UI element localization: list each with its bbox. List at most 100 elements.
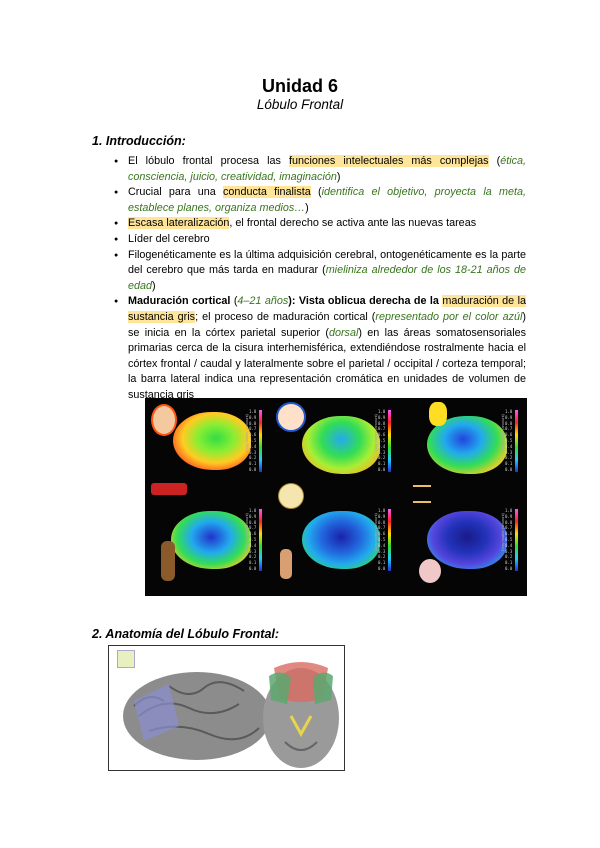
color-scale-tick-label: 0.7 <box>505 426 513 432</box>
color-scale-tick-label: 0.5 <box>378 437 386 443</box>
term-cortical-maturation: Maduración cortical <box>128 295 231 308</box>
color-scale-tick-label: 0.3 <box>378 548 386 554</box>
bullet-phylogeny: Filogenéticamente es la última adquisici… <box>114 248 526 295</box>
color-scale-bar <box>259 509 262 571</box>
color-scale-tick-label: 0.4 <box>378 443 386 449</box>
color-scale-tick-label: 0.4 <box>505 443 513 449</box>
introduction-bullet-list: El lóbulo frontal procesa las funciones … <box>114 154 526 404</box>
teen-cartoon <box>280 549 292 579</box>
color-scale-tick-label: 0.1 <box>378 461 386 467</box>
color-scale-tick-label: 0.6 <box>378 531 386 537</box>
yellow-cartoon <box>429 402 447 426</box>
color-scale-tick-label: 0.2 <box>249 455 257 461</box>
brain-map-image <box>427 511 507 569</box>
bullet-cortical-maturation: Maduración cortical (4–21 años): Vista o… <box>114 294 526 403</box>
bullet-conduct: Crucial para una conducta finalista (ide… <box>114 185 526 216</box>
color-scale-label: Gray matter (amount) <box>500 414 505 453</box>
color-scale-tick-label: 0.6 <box>249 432 257 438</box>
color-scale-label: Gray matter (amount) <box>373 414 378 453</box>
color-scale-tick-label: 0.6 <box>505 432 513 438</box>
color-scale-tick-label: 1.0 <box>378 508 386 513</box>
color-scale-tick-label: 0.9 <box>505 414 513 420</box>
color-scale-tick-label: 0.1 <box>505 461 513 467</box>
color-scale-tick-label: 0.5 <box>505 437 513 443</box>
color-scale-tick-label: 0.5 <box>249 437 257 443</box>
color-scale-label: Gray matter (amount) <box>373 513 378 552</box>
color-scale-tick-label: 0.5 <box>249 536 257 542</box>
color-scale-tick-label: 0.2 <box>505 554 513 560</box>
color-scale-tick-label: 0.9 <box>505 513 513 519</box>
color-scale-bar <box>388 410 391 472</box>
color-scale-tick-label: 0.1 <box>505 560 513 566</box>
document-subtitle: Lóbulo Frontal <box>256 97 344 112</box>
color-scale-tick-label: 1.0 <box>249 409 257 414</box>
document-title: Unidad 6 <box>261 76 338 96</box>
color-scale-tick-label: 0.8 <box>505 420 513 426</box>
color-scale-tick-label: 0.6 <box>378 432 386 438</box>
color-scale-tick-label: 0.4 <box>378 542 386 548</box>
color-scale-tick-label: 0.1 <box>249 461 257 467</box>
highlight-functions: funciones intelectuales más complejas <box>289 155 489 167</box>
color-scale-tick-label: 0.3 <box>378 449 386 455</box>
section-heading-anatomy: 2. Anatomía del Lóbulo Frontal: <box>92 627 280 641</box>
color-scale-tick-label: 0.6 <box>505 531 513 537</box>
color-scale-tick-label: 0.1 <box>249 560 257 566</box>
examples-conduct: identifica el objetivo, proyecta la meta… <box>128 186 526 214</box>
color-scale-tick-label: 0.8 <box>378 420 386 426</box>
color-scale-bar <box>515 509 518 571</box>
color-scale-tick-label: 0.3 <box>505 548 513 554</box>
elder-cartoon <box>419 559 441 583</box>
color-scale-tick-label: 0.0 <box>505 466 513 472</box>
color-scale-tick-label: 0.7 <box>505 525 513 531</box>
child-face-cartoon <box>151 404 177 436</box>
color-scale-bar <box>388 509 391 571</box>
color-scale-tick-label: 0.4 <box>249 542 257 548</box>
car-cartoon <box>151 483 187 495</box>
examples-functions: ética, consciencia, juicio, creatividad,… <box>128 155 526 183</box>
color-scale-tick-label: 0.8 <box>505 519 513 525</box>
color-scale-tick-label: 0.8 <box>249 519 257 525</box>
color-scale-tick-label: 0.9 <box>249 414 257 420</box>
color-scale-label: Gray matter (amount) <box>244 513 249 552</box>
color-scale-tick-label: 0.2 <box>378 554 386 560</box>
lateral-region <box>313 672 333 704</box>
frontal-region-overlay <box>134 684 179 741</box>
bullet-leader: Líder del cerebro <box>114 232 526 248</box>
color-scale-tick-label: 0.4 <box>249 443 257 449</box>
color-scale-bar <box>515 410 518 472</box>
color-scale-tick-label: 0.0 <box>505 565 513 571</box>
clock-cartoon <box>278 483 304 509</box>
color-scale-bar <box>259 410 262 472</box>
gyri-lines <box>133 681 260 741</box>
color-scale-tick-label: 0.3 <box>505 449 513 455</box>
color-scale-tick-label: 0.9 <box>249 513 257 519</box>
medial-region <box>269 672 291 704</box>
optic-chiasm <box>289 715 313 738</box>
color-scale-tick-label: 0.2 <box>249 554 257 560</box>
brain-map-image <box>302 416 380 474</box>
brain-map-image <box>171 511 251 569</box>
color-scale-tick-label: 0.7 <box>378 426 386 432</box>
logo-icon <box>117 650 135 668</box>
color-scale-tick-label: 0.4 <box>505 542 513 548</box>
color-scale-tick-label: 0.8 <box>378 519 386 525</box>
color-scale-tick-label: 0.0 <box>378 466 386 472</box>
color-scale-tick-label: 0.8 <box>249 420 257 426</box>
brain-anatomy-illustration <box>123 662 339 768</box>
color-scale-tick-label: 0.7 <box>378 525 386 531</box>
color-scale-tick-label: 0.3 <box>249 548 257 554</box>
color-scale-tick-label: 1.0 <box>505 409 513 414</box>
highlight-conduct: conducta finalista <box>223 186 311 199</box>
color-scale-tick-label: 0.7 <box>249 525 257 531</box>
color-scale-tick-label: 0.6 <box>249 531 257 537</box>
